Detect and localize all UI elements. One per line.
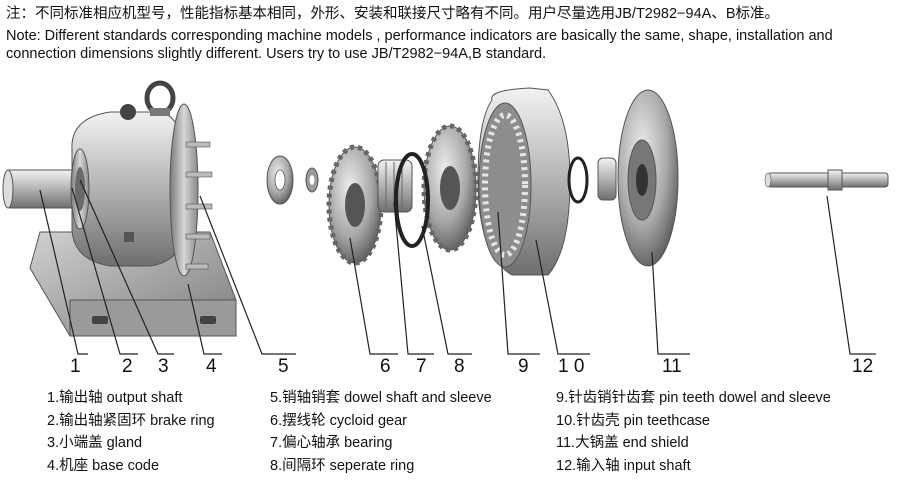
leader-lines: [39, 179, 876, 355]
brake-ring-and-gland-part: [70, 148, 90, 230]
end-shield-part: [597, 89, 679, 267]
callout-1: 1: [70, 356, 81, 377]
legend-item-1: 1.输出轴 output shaft: [47, 390, 183, 406]
legend-column-2: 5.销轴销套 dowel shaft and sleeve 6.摆线轮 cycl…: [270, 387, 492, 477]
legend-item-12: 12.输入轴 input shaft: [556, 457, 691, 474]
legend-column-3: 9.针齿销针齿套 pin teeth dowel and sleeve 10.针…: [556, 387, 831, 477]
note-chinese: 注：不同标准相应机型号，性能指标基本相同，外形、安装和联接尺寸略有不同。用户尽量…: [6, 6, 779, 22]
callout-3: 3: [158, 356, 169, 377]
legend-item-6: 6.摆线轮 cycloid gear: [270, 412, 407, 429]
legend-item-5: 5.销轴销套 dowel shaft and sleeve: [270, 390, 492, 406]
legend-item-7: 7.偏心轴承 bearing: [270, 435, 393, 451]
reducer-housing: [71, 80, 213, 277]
leader-line-1: [39, 189, 88, 355]
leader-line-10: [535, 239, 590, 355]
seperate-ring-part: [394, 152, 430, 248]
leader-line-2: [71, 187, 138, 355]
notes: 注：不同标准相应机型号，性能指标基本相同，外形、安装和联接尺寸略有不同。用户尽量…: [6, 4, 896, 63]
legend-item-11: 11.大锅盖 end shield: [556, 435, 689, 451]
callout-7: 7: [416, 356, 427, 377]
legend-item-8: 8.间隔环 seperate ring: [270, 457, 415, 474]
legend-column-1: 1.输出轴 output shaft 2.输出轴紧固环 brake ring 3…: [47, 387, 215, 477]
legend-item-4: 4.机座 base code: [47, 457, 160, 474]
callout-8: 8: [454, 356, 465, 377]
leader-line-5: [199, 195, 296, 355]
note-english: Note: Different standards corresponding …: [6, 28, 833, 62]
leader-line-6: [349, 237, 398, 355]
output-shaft-part: [2, 169, 77, 209]
leader-line-9: [497, 211, 540, 355]
input-shaft-part: [764, 169, 889, 191]
callout-6: 6: [380, 356, 391, 377]
legend-item-2: 2.输出轴紧固环 brake ring: [47, 412, 215, 429]
legend-item-10: 10.针齿壳 pin teethcase: [556, 412, 710, 429]
callout-11: 11: [662, 356, 682, 377]
callout-12: 12: [852, 356, 873, 377]
callout-9: 9: [518, 356, 529, 377]
leader-line-7: [393, 201, 434, 355]
legend-item-9: 9.针齿销针齿套 pin teeth dowel and sleeve: [556, 390, 831, 406]
callout-5: 5: [278, 356, 289, 377]
leader-line-8: [421, 225, 472, 355]
small-bearing: [266, 155, 319, 205]
callout-2: 2: [122, 356, 133, 377]
callout-10: 1 0: [558, 356, 584, 377]
leader-line-4: [187, 283, 222, 355]
small-ring: [567, 156, 589, 204]
legend-item-3: 3.小端盖 gland: [47, 435, 143, 451]
pin-teethcase-part: [477, 87, 571, 276]
leader-line-12: [826, 195, 876, 355]
leader-line-3: [79, 179, 174, 355]
leader-line-11: [651, 251, 690, 355]
callout-4: 4: [206, 356, 217, 377]
